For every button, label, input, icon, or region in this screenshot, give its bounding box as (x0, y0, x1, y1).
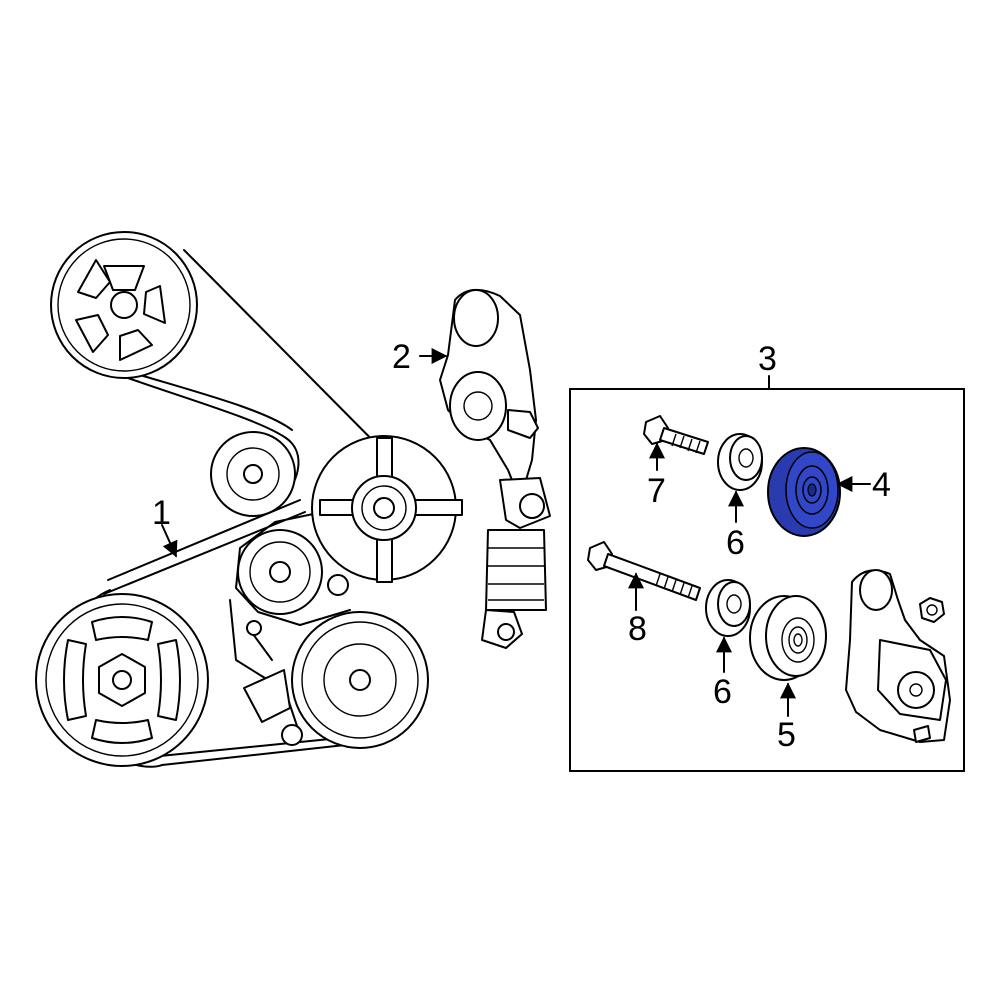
callout-7: 7 (647, 472, 666, 510)
callout-5: 5 (777, 716, 796, 754)
idler-pulley (749, 595, 827, 681)
kit-box (569, 388, 965, 772)
bolt-short (643, 415, 709, 455)
tensioner-bracket (229, 574, 349, 746)
leader-lines (161, 348, 871, 717)
belt-drive-assembly (35, 231, 463, 768)
idler-pulley-small (210, 431, 296, 517)
top-pulley (50, 231, 198, 379)
water-pump-pulley (311, 435, 463, 583)
hex-nut (919, 597, 945, 623)
callout-4[interactable]: 4 (872, 466, 891, 504)
crankshaft-pulley (35, 593, 209, 767)
callout-3: 3 (758, 340, 777, 378)
alternator-pulley (291, 611, 429, 749)
callout-6-lower: 6 (713, 673, 732, 711)
spacer-washer-upper (717, 433, 763, 491)
callout-2: 2 (392, 338, 411, 376)
idler-pulley-middle (237, 529, 323, 615)
belt-tensioner-assembly (439, 289, 551, 649)
callout-6-upper: 6 (726, 524, 745, 562)
spacer-washer-lower (705, 579, 751, 637)
callout-8: 8 (628, 610, 647, 648)
callout-1: 1 (152, 494, 171, 532)
tensioner-body (845, 569, 951, 743)
idler-pulley-highlighted[interactable] (767, 447, 841, 537)
bolt-long (587, 541, 701, 601)
